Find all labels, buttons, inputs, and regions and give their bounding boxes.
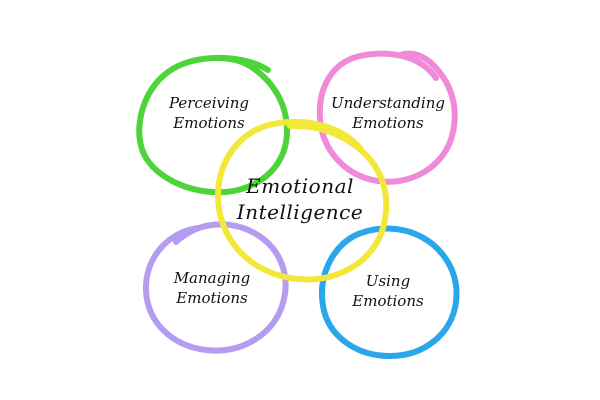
center-label-line2: Intelligence bbox=[236, 200, 363, 224]
node-perceiving-label-line1: Perceiving bbox=[168, 94, 249, 112]
node-understanding: Understanding Emotions bbox=[316, 50, 458, 185]
center-label-line1: Emotional bbox=[245, 174, 354, 198]
node-using: Using Emotions bbox=[319, 225, 460, 360]
node-managing: Managing Emotions bbox=[142, 221, 289, 354]
center-circle bbox=[214, 118, 390, 283]
node-perceiving-label-line2: Emotions bbox=[172, 114, 245, 132]
node-managing-circle bbox=[142, 221, 289, 354]
node-using-circle bbox=[319, 225, 460, 360]
node-managing-label-line1: Managing bbox=[173, 269, 251, 287]
node-understanding-label-line2: Emotions bbox=[351, 114, 424, 132]
node-using-label-line1: Using bbox=[366, 272, 410, 290]
node-using-label-line2: Emotions bbox=[351, 292, 424, 310]
node-understanding-label-line1: Understanding bbox=[331, 94, 445, 112]
node-managing-label-line2: Emotions bbox=[175, 289, 248, 307]
node-understanding-circle bbox=[316, 50, 458, 185]
center-node: Emotional Intelligence bbox=[214, 118, 390, 283]
